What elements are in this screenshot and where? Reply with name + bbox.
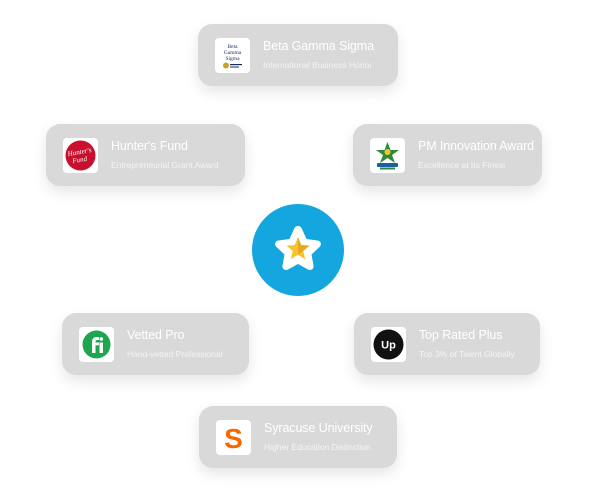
award-subtitle: Excellence at Its Finest [418, 160, 506, 170]
award-card-top-rated-plus[interactable]: Up Top Rated Plus Top 3% of Talent Globa… [354, 313, 540, 375]
award-title: PM Innovation Award [418, 139, 534, 153]
center-star-badge [252, 204, 344, 296]
svg-text:Beta: Beta [227, 44, 238, 50]
svg-text:Fund: Fund [71, 154, 88, 165]
syracuse-logo: S [216, 419, 251, 455]
svg-text:S: S [224, 423, 243, 454]
award-title: Hunter's Fund [111, 139, 188, 153]
award-card-hunters-fund[interactable]: Hunter's Fund Hunter's Fund Entrepreneur… [46, 124, 245, 186]
award-card-beta-gamma-sigma[interactable]: Beta Gamma Sigma Beta Gamma Sigma Intern… [198, 24, 398, 86]
vetted-pro-logo [79, 326, 114, 362]
award-title: Top Rated Plus [419, 328, 503, 342]
beta-gamma-sigma-logo: Beta Gamma Sigma [215, 37, 250, 73]
award-card-pm-innovation[interactable]: PM Innovation Award Excellence at Its Fi… [353, 124, 542, 186]
award-subtitle: Entrepreneurial Grant Award [111, 160, 219, 170]
svg-text:Up: Up [381, 339, 396, 351]
award-card-syracuse[interactable]: S Syracuse University Higher Education D… [199, 406, 397, 468]
award-title: Vetted Pro [127, 328, 185, 342]
award-subtitle: Hand-vetted Professional [127, 349, 223, 359]
svg-text:Gamma: Gamma [224, 50, 242, 56]
award-title: Syracuse University [264, 421, 373, 435]
award-card-vetted-pro[interactable]: Vetted Pro Hand-vetted Professional [62, 313, 249, 375]
upwork-logo: Up [371, 326, 406, 362]
svg-text:Sigma: Sigma [225, 56, 240, 62]
pm-innovation-logo [370, 137, 405, 173]
award-subtitle: Higher Education Distinction [264, 442, 371, 452]
star-badge-icon [275, 226, 321, 271]
award-title: Beta Gamma Sigma [263, 39, 374, 53]
award-subtitle: International Business Honor [263, 60, 373, 70]
award-subtitle: Top 3% of Talent Globally [419, 349, 515, 359]
hunters-fund-logo: Hunter's Fund [63, 137, 98, 173]
